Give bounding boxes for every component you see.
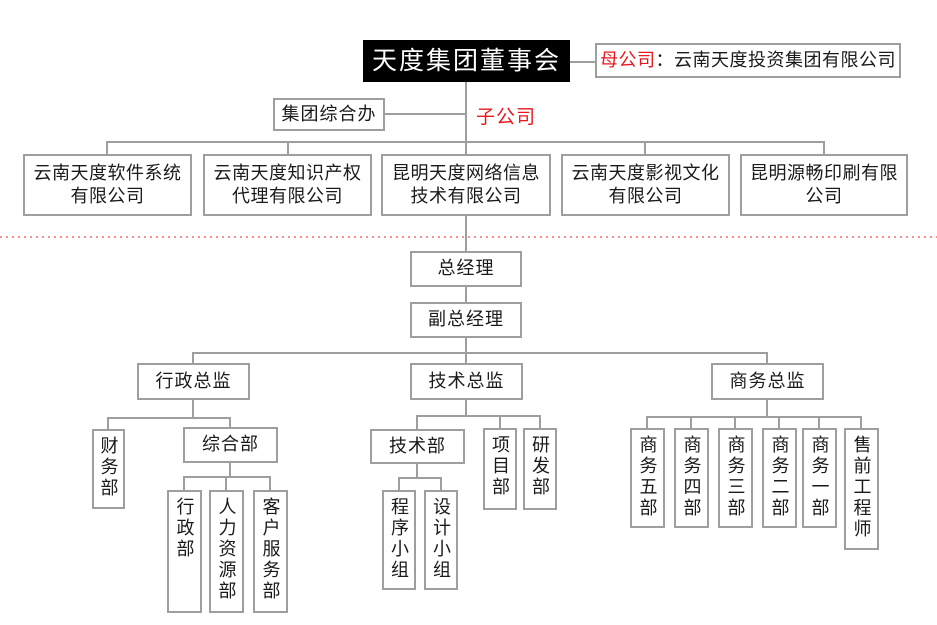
node-board: 天度集团董事会 [363,40,570,82]
connector-line [766,352,768,363]
connector-line [398,477,400,490]
node-business-dept-3: 商务三部 [718,428,753,528]
connector-line [465,352,467,363]
connector-line [398,477,442,479]
node-admin-director: 行政总监 [137,363,250,400]
connector-line [229,417,231,427]
node-presales-engineer: 售前工程师 [844,428,879,550]
connector-line [465,82,467,154]
node-business-dept-1: 商务一部 [802,428,837,528]
connector-line [646,416,862,418]
connector-line [106,141,108,154]
connector-line [416,464,418,477]
node-subsidiary-network-info: 昆明天度网络信息 技术有限公司 [381,154,551,216]
connector-line [229,463,231,476]
connector-line [416,415,418,429]
connector-line [570,61,595,63]
node-deputy-general-manager: 副总经理 [410,302,522,338]
node-business-dept-5: 商务五部 [630,428,665,528]
subsidiary-tag: 子公司 [476,107,537,128]
connector-line [192,352,768,354]
connector-line [465,216,467,251]
node-business-dept-4: 商务四部 [674,428,709,528]
connector-line [385,113,465,115]
connector-line [416,415,541,417]
connector-line [183,476,271,478]
node-customer-service-dept: 客户服务部 [253,490,288,613]
connector-line [690,416,692,428]
red-dotted-divider [0,236,937,238]
node-business-director: 商务总监 [711,363,824,400]
node-subsidiary-printing: 昆明源畅印刷有限 公司 [740,154,908,216]
node-subsidiary-ip-agency: 云南天度知识产权 代理有限公司 [203,154,372,216]
node-general-manager: 总经理 [410,251,522,287]
connector-line [465,338,467,352]
connector-line [823,141,825,154]
connector-line [465,287,467,302]
connector-line [818,416,820,428]
connector-line [107,417,109,429]
node-subsidiary-film-culture: 云南天度影视文化 有限公司 [561,154,730,216]
node-parent-company: 母公司：云南天度投资集团有限公司 [595,43,901,78]
node-program-team: 程序小组 [382,490,416,590]
parent-company-label: 母公司 [600,49,656,70]
connector-line [734,416,736,428]
node-business-dept-2: 商务二部 [762,428,797,528]
node-hr-dept: 人力资源部 [209,490,244,613]
connector-line [860,416,862,428]
connector-line [778,416,780,428]
connector-line [644,141,646,154]
connector-line [539,415,541,428]
connector-line [192,352,194,363]
connector-line [465,400,467,415]
node-finance-dept: 财务部 [92,429,125,509]
connector-line [225,476,227,490]
node-administration-dept: 行政部 [167,490,202,613]
connector-line [440,477,442,490]
node-design-team: 设计小组 [424,490,458,590]
node-general-affairs-dept: 综合部 [183,427,278,463]
parent-company-name: ：云南天度投资集团有限公司 [655,49,896,70]
node-project-dept: 项目部 [483,428,517,510]
connector-line [192,400,194,417]
node-rd-dept: 研发部 [523,428,557,510]
connector-line [646,416,648,428]
node-group-office: 集团综合办 [273,98,385,131]
connector-line [287,141,289,154]
node-tech-director: 技术总监 [410,363,523,400]
connector-line [499,415,501,428]
connector-line [766,400,768,416]
node-tech-dept: 技术部 [370,429,465,464]
node-subsidiary-software: 云南天度软件系统 有限公司 [23,154,192,216]
connector-line [106,141,825,143]
connector-line [269,476,271,490]
connector-line [183,476,185,490]
connector-line [107,417,231,419]
